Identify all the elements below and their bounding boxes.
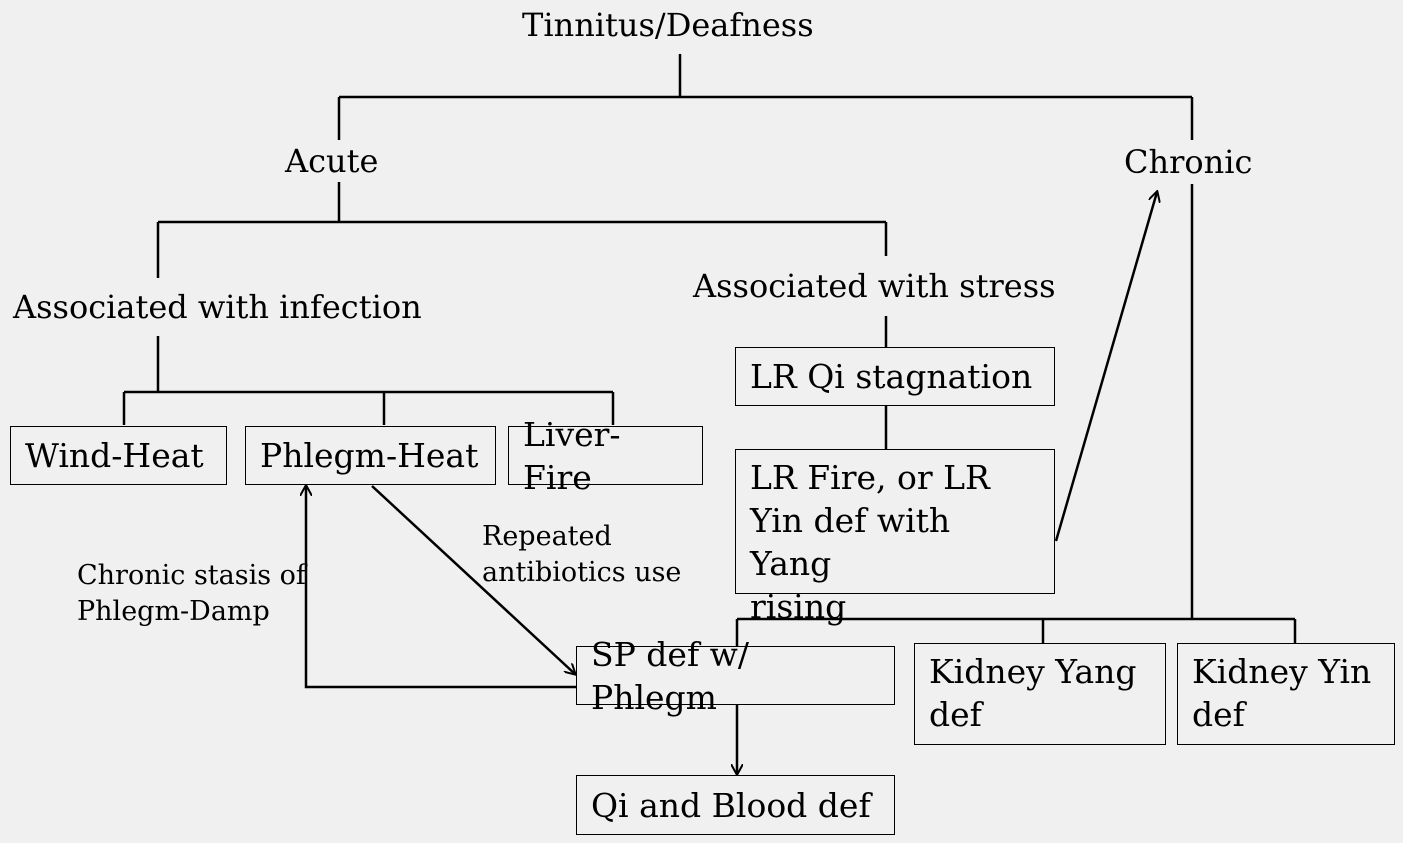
qi-blood-box: Qi and Blood def	[576, 775, 895, 835]
lr-fire-box: LR Fire, or LR Yin def with Yang rising	[735, 449, 1055, 626]
wind-heat-box: Wind-Heat	[10, 426, 227, 485]
arrow-sp-to-phlegm	[306, 486, 577, 689]
arrow-phlegm-to-sp	[371, 485, 575, 674]
liver-fire-box: Liver-Fire	[508, 415, 703, 497]
antibiotics-label: Repeated antibiotics use	[482, 521, 682, 588]
root-label: Tinnitus/Deafness	[522, 6, 814, 44]
sp-def-box: SP def w/ Phlegm	[576, 635, 895, 717]
kidney-yin-box: Kidney Yin def	[1177, 643, 1395, 745]
chronic-label: Chronic	[1124, 143, 1253, 181]
chronic-stasis-label: Chronic stasis of Phlegm-Damp	[77, 560, 306, 627]
acute-label: Acute	[285, 142, 379, 180]
lr-qi-stagnation-box: LR Qi stagnation	[735, 347, 1055, 406]
infection-label: Associated with infection	[13, 288, 422, 326]
phlegm-heat-box: Phlegm-Heat	[245, 426, 496, 485]
kidney-yang-box: Kidney Yang def	[914, 643, 1166, 745]
arrow-fire-to-chronic	[1054, 192, 1157, 542]
stress-label: Associated with stress	[693, 267, 1056, 305]
